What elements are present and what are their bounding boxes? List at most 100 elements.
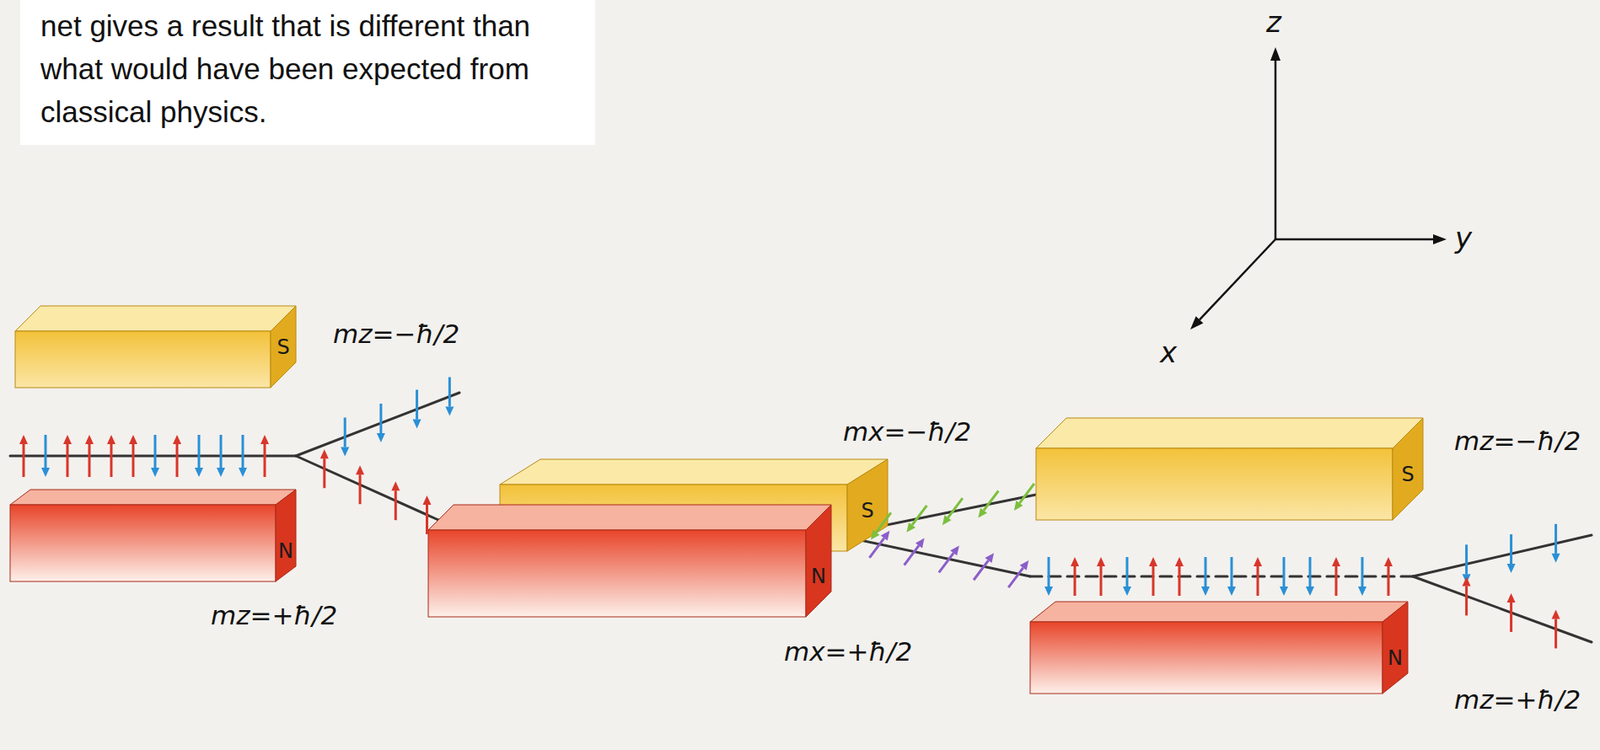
axis-label: y	[1455, 220, 1472, 255]
spin-arrowhead	[1227, 586, 1236, 596]
atom-beam	[295, 456, 439, 521]
spin-arrowhead	[1331, 557, 1341, 567]
spin-arrowhead	[950, 545, 960, 556]
spin-arrowhead	[906, 522, 916, 533]
spin-arrowhead	[1507, 593, 1516, 603]
spin-arrow	[198, 434, 201, 468]
spin-arrow	[1204, 557, 1208, 587]
spin-arrow	[1047, 557, 1051, 587]
spin-arrowhead	[1175, 557, 1184, 567]
spin-arrowhead	[1507, 563, 1516, 574]
spin-arrowhead	[880, 531, 891, 542]
axis-arrowhead	[1270, 47, 1281, 61]
spin-arrow	[1126, 557, 1129, 587]
spin-arrow	[379, 403, 382, 434]
spin-arrowhead	[413, 419, 422, 430]
atom-beam	[1030, 575, 1413, 579]
spin-arrow	[176, 444, 179, 478]
magnet-pole: N	[275, 537, 296, 565]
spin-arrowhead	[1551, 553, 1561, 564]
spin-arrowhead	[238, 467, 247, 478]
spin-arrow	[1178, 566, 1182, 596]
spin-arrow	[220, 434, 223, 468]
spin-arrow	[1509, 534, 1513, 564]
spin-arrowhead	[172, 434, 182, 445]
spin-arrowhead	[984, 553, 994, 564]
pole-letter: N	[1387, 646, 1403, 671]
spin-arrowhead	[391, 481, 400, 491]
magnet-end-face	[1392, 418, 1423, 521]
spin-arrow	[132, 444, 135, 478]
spin-arrow	[973, 560, 988, 580]
magnet-top-face	[499, 459, 888, 485]
spin-arrowhead	[1122, 586, 1132, 596]
spin-arrow	[1465, 544, 1468, 575]
spin-arrowhead	[1305, 586, 1315, 596]
spin-arrowhead	[870, 530, 881, 541]
spin-arrow	[1230, 557, 1234, 587]
spin-state-label: mx=+ħ/2	[783, 636, 913, 667]
axis-arrowhead	[1190, 316, 1203, 330]
spin-arrow	[947, 498, 962, 518]
spin-arrow	[869, 538, 884, 559]
magnet-end-face	[805, 504, 832, 618]
magnet-pole: S	[1392, 461, 1423, 489]
axis-label: x	[1159, 335, 1177, 370]
spin-arrow	[1019, 483, 1034, 504]
spin-arrow	[322, 458, 326, 489]
spin-arrow	[425, 504, 429, 535]
magnet-top-face	[1036, 418, 1423, 449]
magnet-front-face	[1030, 622, 1383, 694]
spin-arrow	[44, 434, 48, 468]
spin-arrow	[110, 444, 113, 478]
atom-beam	[10, 455, 296, 458]
spin-arrow	[904, 545, 919, 565]
spin-arrowhead	[942, 515, 952, 526]
pole-letter: N	[278, 539, 294, 564]
magnet-top-face	[15, 306, 296, 332]
magnet-front-face	[15, 331, 271, 388]
spin-arrow	[983, 491, 999, 511]
spin-arrowhead	[19, 434, 28, 445]
spin-arrow	[154, 434, 157, 468]
pole-letter: S	[276, 335, 290, 360]
spin-arrow	[1100, 566, 1103, 596]
pole-letter: N	[810, 564, 827, 589]
spin-arrow	[1387, 566, 1391, 596]
atom-beam	[837, 535, 1031, 577]
magnet-pole: N	[1382, 644, 1408, 672]
magnet-pole: N	[805, 563, 832, 591]
spin-state-label: mz=−ħ/2	[1454, 425, 1581, 457]
spin-arrow	[263, 444, 267, 478]
spin-arrowhead	[1253, 557, 1262, 567]
spin-arrow	[1073, 566, 1077, 596]
spin-arrowhead	[107, 434, 116, 445]
magnet-front-face	[1036, 448, 1393, 521]
spin-arrowhead	[194, 467, 204, 478]
spin-arrowhead	[445, 407, 454, 417]
spin-arrow	[1152, 566, 1155, 596]
magnet-pole: S	[270, 333, 296, 361]
magnet-end-face	[1382, 601, 1408, 694]
spin-arrowhead	[1070, 557, 1080, 567]
spin-arrowhead	[1044, 586, 1053, 596]
magnet-top-face	[428, 504, 832, 531]
spin-arrowhead	[1014, 500, 1024, 511]
pole-letter: S	[1401, 462, 1414, 487]
spin-arrowhead	[128, 434, 138, 445]
spin-arrowhead	[85, 434, 94, 445]
magnet-front-face	[10, 504, 276, 582]
spin-arrowhead	[1462, 576, 1472, 586]
spin-arrowhead	[1096, 557, 1106, 567]
axis-line	[1274, 60, 1278, 240]
spin-arrow	[88, 444, 92, 478]
spin-arrow	[394, 490, 398, 521]
atom-beam	[1412, 576, 1592, 643]
magnet-top-face	[10, 489, 296, 505]
axis-line	[1199, 239, 1276, 320]
spin-arrowhead	[260, 434, 269, 445]
spin-arrow	[1509, 602, 1513, 633]
spin-arrow	[1554, 524, 1558, 554]
caption-text: net gives a result that is different tha…	[20, 0, 596, 145]
spin-arrowhead	[63, 434, 72, 445]
